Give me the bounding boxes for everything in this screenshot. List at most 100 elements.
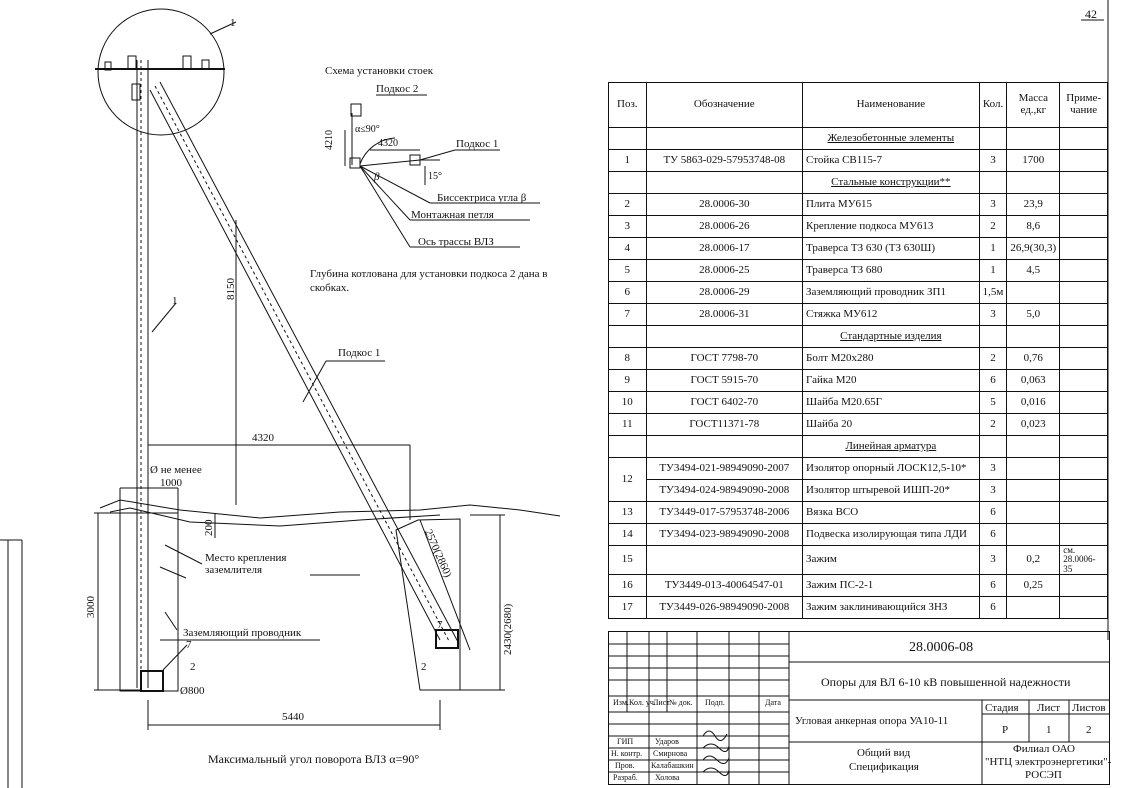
- col-qty: Кол.: [978, 82, 1008, 128]
- cell-note: [1059, 237, 1108, 260]
- diam-label-line2: 1000: [160, 477, 182, 489]
- stage-value: Р: [1002, 724, 1009, 736]
- cell-qty: 3: [978, 544, 1008, 576]
- doc-code: 28.0006-08: [909, 640, 974, 655]
- cell-name: Зажим заклинивающийся ЗНЗ: [802, 596, 980, 620]
- object-title: Угловая анкерная опора УА10-11: [795, 715, 949, 727]
- cell-name: Болт М20х280: [802, 347, 980, 370]
- role-gip: ГИП: [617, 737, 634, 746]
- cell-note: [1059, 347, 1108, 370]
- title-block-grid: [609, 632, 1109, 784]
- diam-label-line1: Ø не менее: [150, 464, 202, 476]
- spec-header-row: Поз. Обозначение Наименование Кол. Масса…: [608, 82, 1108, 128]
- max-angle-note: Максимальный угол поворота ВЛЗ α=90°: [208, 752, 420, 766]
- cell-name: Зажим: [802, 544, 980, 576]
- cell-note: [1059, 193, 1108, 216]
- cell-qty: 3: [978, 303, 1008, 326]
- cell-designation: ТУ3449-017-57953748-2006: [645, 501, 804, 524]
- cell-designation: 28.0006-26: [645, 215, 804, 238]
- cell-qty: 6: [978, 501, 1008, 524]
- name-razrab: Холова: [655, 773, 680, 782]
- org-line-3: РОСЭП: [1025, 769, 1062, 781]
- cell-mass: 23,9: [1006, 193, 1061, 216]
- role-nkontr: Н. контр.: [611, 749, 643, 758]
- cell-pos: 2: [608, 193, 647, 216]
- cell-note: [1059, 215, 1108, 238]
- cell-name: Подвеска изолирующая типа ЛДИ: [802, 523, 980, 546]
- role-prov: Пров.: [615, 761, 635, 770]
- cell-designation: ГОСТ 7798-70: [645, 347, 804, 370]
- sheet-title-1: Общий вид: [857, 747, 911, 759]
- cell-pos: 14: [608, 523, 647, 546]
- cell-designation: 28.0006-25: [645, 259, 804, 282]
- cell-pos: 8: [608, 347, 647, 370]
- attach-label-2: заземлителя: [205, 564, 263, 576]
- title-block: Изм. Кол. уч. Лист № док. Подп. Дата ГИП…: [608, 631, 1111, 785]
- section-linear: Линейная арматура: [802, 435, 980, 458]
- scheme-brace2-label: Подкос 2: [376, 83, 419, 95]
- col-note: Приме-чание: [1059, 82, 1108, 128]
- section-steel: Стальные конструкции**: [802, 171, 980, 194]
- diam-800: Ø800: [180, 685, 205, 697]
- cell-note: см. 28.0006-35: [1059, 544, 1108, 576]
- org-line-1: Филиал ОАО: [1013, 743, 1075, 755]
- cell-note: [1059, 259, 1108, 282]
- cell-mass: 0,023: [1006, 413, 1061, 436]
- section-row: Стандартные изделия: [608, 325, 1108, 348]
- cell-mass: 5,0: [1006, 303, 1061, 326]
- cell-designation: ТУ3449-026-98949090-2008: [645, 596, 804, 620]
- cell-qty: 5: [978, 391, 1008, 414]
- cell-note: [1059, 479, 1108, 502]
- sheet-header: Лист: [1037, 702, 1061, 714]
- cell-designation: ТУ3494-024-98949090-2008: [645, 479, 804, 502]
- dim-3000: 3000: [85, 596, 97, 618]
- cell-qty: 2: [978, 215, 1008, 238]
- cell-name: Изолятор опорный ЛОСК12,5-10*: [802, 457, 980, 480]
- cell-name: Гайка М20: [802, 369, 980, 392]
- dim-5440: 5440: [282, 711, 304, 723]
- scheme-title: Схема установки стоек: [325, 65, 434, 77]
- cell-mass: [1006, 457, 1061, 480]
- cell-pos: 1: [608, 149, 647, 172]
- cell-designation: ТУ3494-023-98949090-2008: [645, 523, 804, 546]
- dim-4320: 4320: [252, 432, 274, 444]
- cell-pos: 15: [608, 544, 647, 576]
- cell-designation: ГОСТ11371-78: [645, 413, 804, 436]
- cell-pos: 9: [608, 369, 647, 392]
- signatures: [702, 730, 730, 776]
- cell-note: [1059, 523, 1108, 546]
- col-ndok: № док.: [669, 698, 693, 707]
- cell-qty: 6: [978, 596, 1008, 620]
- cell-qty: 3: [978, 457, 1008, 480]
- scheme-axis-label: Ось трассы ВЛЗ: [418, 236, 494, 248]
- cell-name: Траверса ТЗ 680: [802, 259, 980, 282]
- cell-pos: 16: [608, 574, 647, 598]
- cell-mass: [1006, 501, 1061, 524]
- cell-name: Стяжка МУ612: [802, 303, 980, 326]
- scheme-dim-4320: 4320: [378, 138, 398, 149]
- cell-name: Вязка ВСО: [802, 501, 980, 524]
- cell-mass: 0,2: [1006, 544, 1061, 576]
- cell-name: Шайба М20.65Г: [802, 391, 980, 414]
- cell-mass: 0,76: [1006, 347, 1061, 370]
- cell-designation: ГОСТ 6402-70: [645, 391, 804, 414]
- cell-note: [1059, 391, 1108, 414]
- cell-mass: [1006, 281, 1061, 304]
- col-data: Дата: [765, 698, 781, 707]
- cell-pos: 7: [608, 303, 647, 326]
- cell-mass: 4,5: [1006, 259, 1061, 282]
- sheets-header: Листов: [1072, 702, 1106, 714]
- col-list: Лист: [653, 698, 670, 707]
- cell-pos: 4: [608, 237, 647, 260]
- mark-2-left: 2: [190, 661, 196, 673]
- cell-qty: 3: [978, 479, 1008, 502]
- cell-pos: 3: [608, 215, 647, 238]
- cell-mass: 8,6: [1006, 215, 1061, 238]
